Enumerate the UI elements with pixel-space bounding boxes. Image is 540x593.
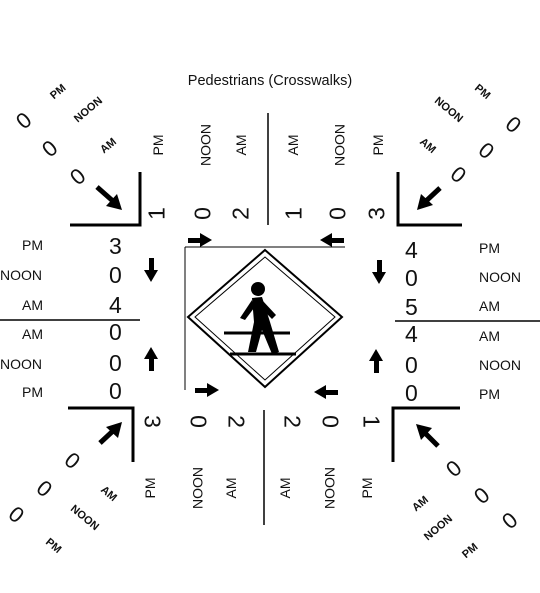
west-lower-pm-label: PM — [22, 384, 43, 400]
east-upper-noon-count: 0 — [405, 265, 418, 291]
south-right-noon-count: 0 — [317, 415, 344, 428]
diagram-title: Pedestrians (Crosswalks) — [187, 73, 353, 89]
west-lower-noon-count: 0 — [109, 350, 122, 376]
ne-arrow-icon — [423, 186, 442, 204]
north-left-noon-count: 0 — [189, 207, 216, 220]
west-lower-noon-label: NOON — [0, 356, 42, 372]
south-right-pm-label: PM — [359, 477, 375, 499]
west-upper-noon-count: 0 — [109, 262, 122, 288]
arrow-down-icon — [372, 272, 386, 284]
south-right-am-label: AM — [277, 477, 293, 499]
se-arrow-icon — [422, 430, 440, 448]
arrow-right-icon — [200, 233, 212, 247]
north-right-noon-label: NOON — [331, 124, 348, 166]
north-right-pm-count: 3 — [363, 207, 390, 220]
east-upper-pm-label: PM — [479, 240, 500, 256]
arrow-up-icon — [369, 349, 383, 361]
west-upper-noon-label: NOON — [0, 267, 42, 283]
north-right-am-label: AM — [285, 134, 301, 156]
east-upper-am-label: AM — [479, 298, 500, 314]
south-right-pm-count: 1 — [358, 415, 385, 428]
north-left-pm-label: PM — [150, 134, 166, 156]
south-left-noon-count: 0 — [185, 415, 212, 428]
east-lower-pm-label: PM — [479, 386, 500, 402]
west-lower-am-label: AM — [22, 326, 43, 342]
south-left-pm-count: 3 — [139, 415, 166, 428]
ne-corner-bracket — [396, 172, 462, 227]
arrow-right-icon — [207, 383, 219, 397]
se-corner-bracket — [391, 406, 460, 462]
west-lower-am-count: 0 — [109, 319, 122, 345]
west-upper-am-label: AM — [22, 297, 43, 313]
west-lower-pm-count: 0 — [109, 378, 122, 404]
east-upper-noon-label: NOON — [479, 269, 521, 285]
arrow-up-icon — [144, 347, 158, 359]
south-right-noon-label: NOON — [321, 467, 338, 509]
west-upper-pm-count: 3 — [109, 233, 122, 259]
south-left-noon-label: NOON — [189, 467, 206, 509]
north-left-am-count: 2 — [227, 207, 254, 220]
east-lower-noon-count: 0 — [405, 352, 418, 378]
north-right-am-count: 1 — [280, 207, 307, 220]
north-left-pm-count: 1 — [143, 207, 170, 220]
south-left-pm-label: PM — [142, 477, 158, 499]
east-lower-am-count: 4 — [405, 321, 418, 347]
east-lower-pm-count: 0 — [405, 380, 418, 406]
north-right-pm-label: PM — [370, 134, 386, 156]
east-lower-am-label: AM — [479, 328, 500, 344]
north-right-noon-count: 0 — [324, 207, 351, 220]
north-left-noon-label: NOON — [197, 124, 214, 166]
straight-arrows — [144, 233, 386, 399]
west-upper-am-count: 4 — [109, 292, 122, 318]
north-left-am-label: AM — [233, 134, 249, 156]
south-left-am-label: AM — [223, 477, 239, 499]
east-lower-noon-label: NOON — [479, 357, 521, 373]
south-left-am-count: 2 — [223, 415, 250, 428]
nw-corner-bracket — [70, 172, 142, 227]
arrow-down-icon — [144, 270, 158, 282]
pedestrian-crossing-sign-icon — [186, 248, 344, 389]
east-upper-am-count: 5 — [405, 294, 418, 320]
sw-corner-bracket — [68, 406, 135, 462]
west-upper-pm-label: PM — [22, 237, 43, 253]
south-right-am-count: 2 — [279, 415, 306, 428]
east-upper-pm-count: 4 — [405, 237, 418, 263]
arrow-left-icon — [320, 233, 332, 247]
arrow-left-icon — [314, 385, 326, 399]
nw-arrow-icon — [95, 185, 116, 204]
